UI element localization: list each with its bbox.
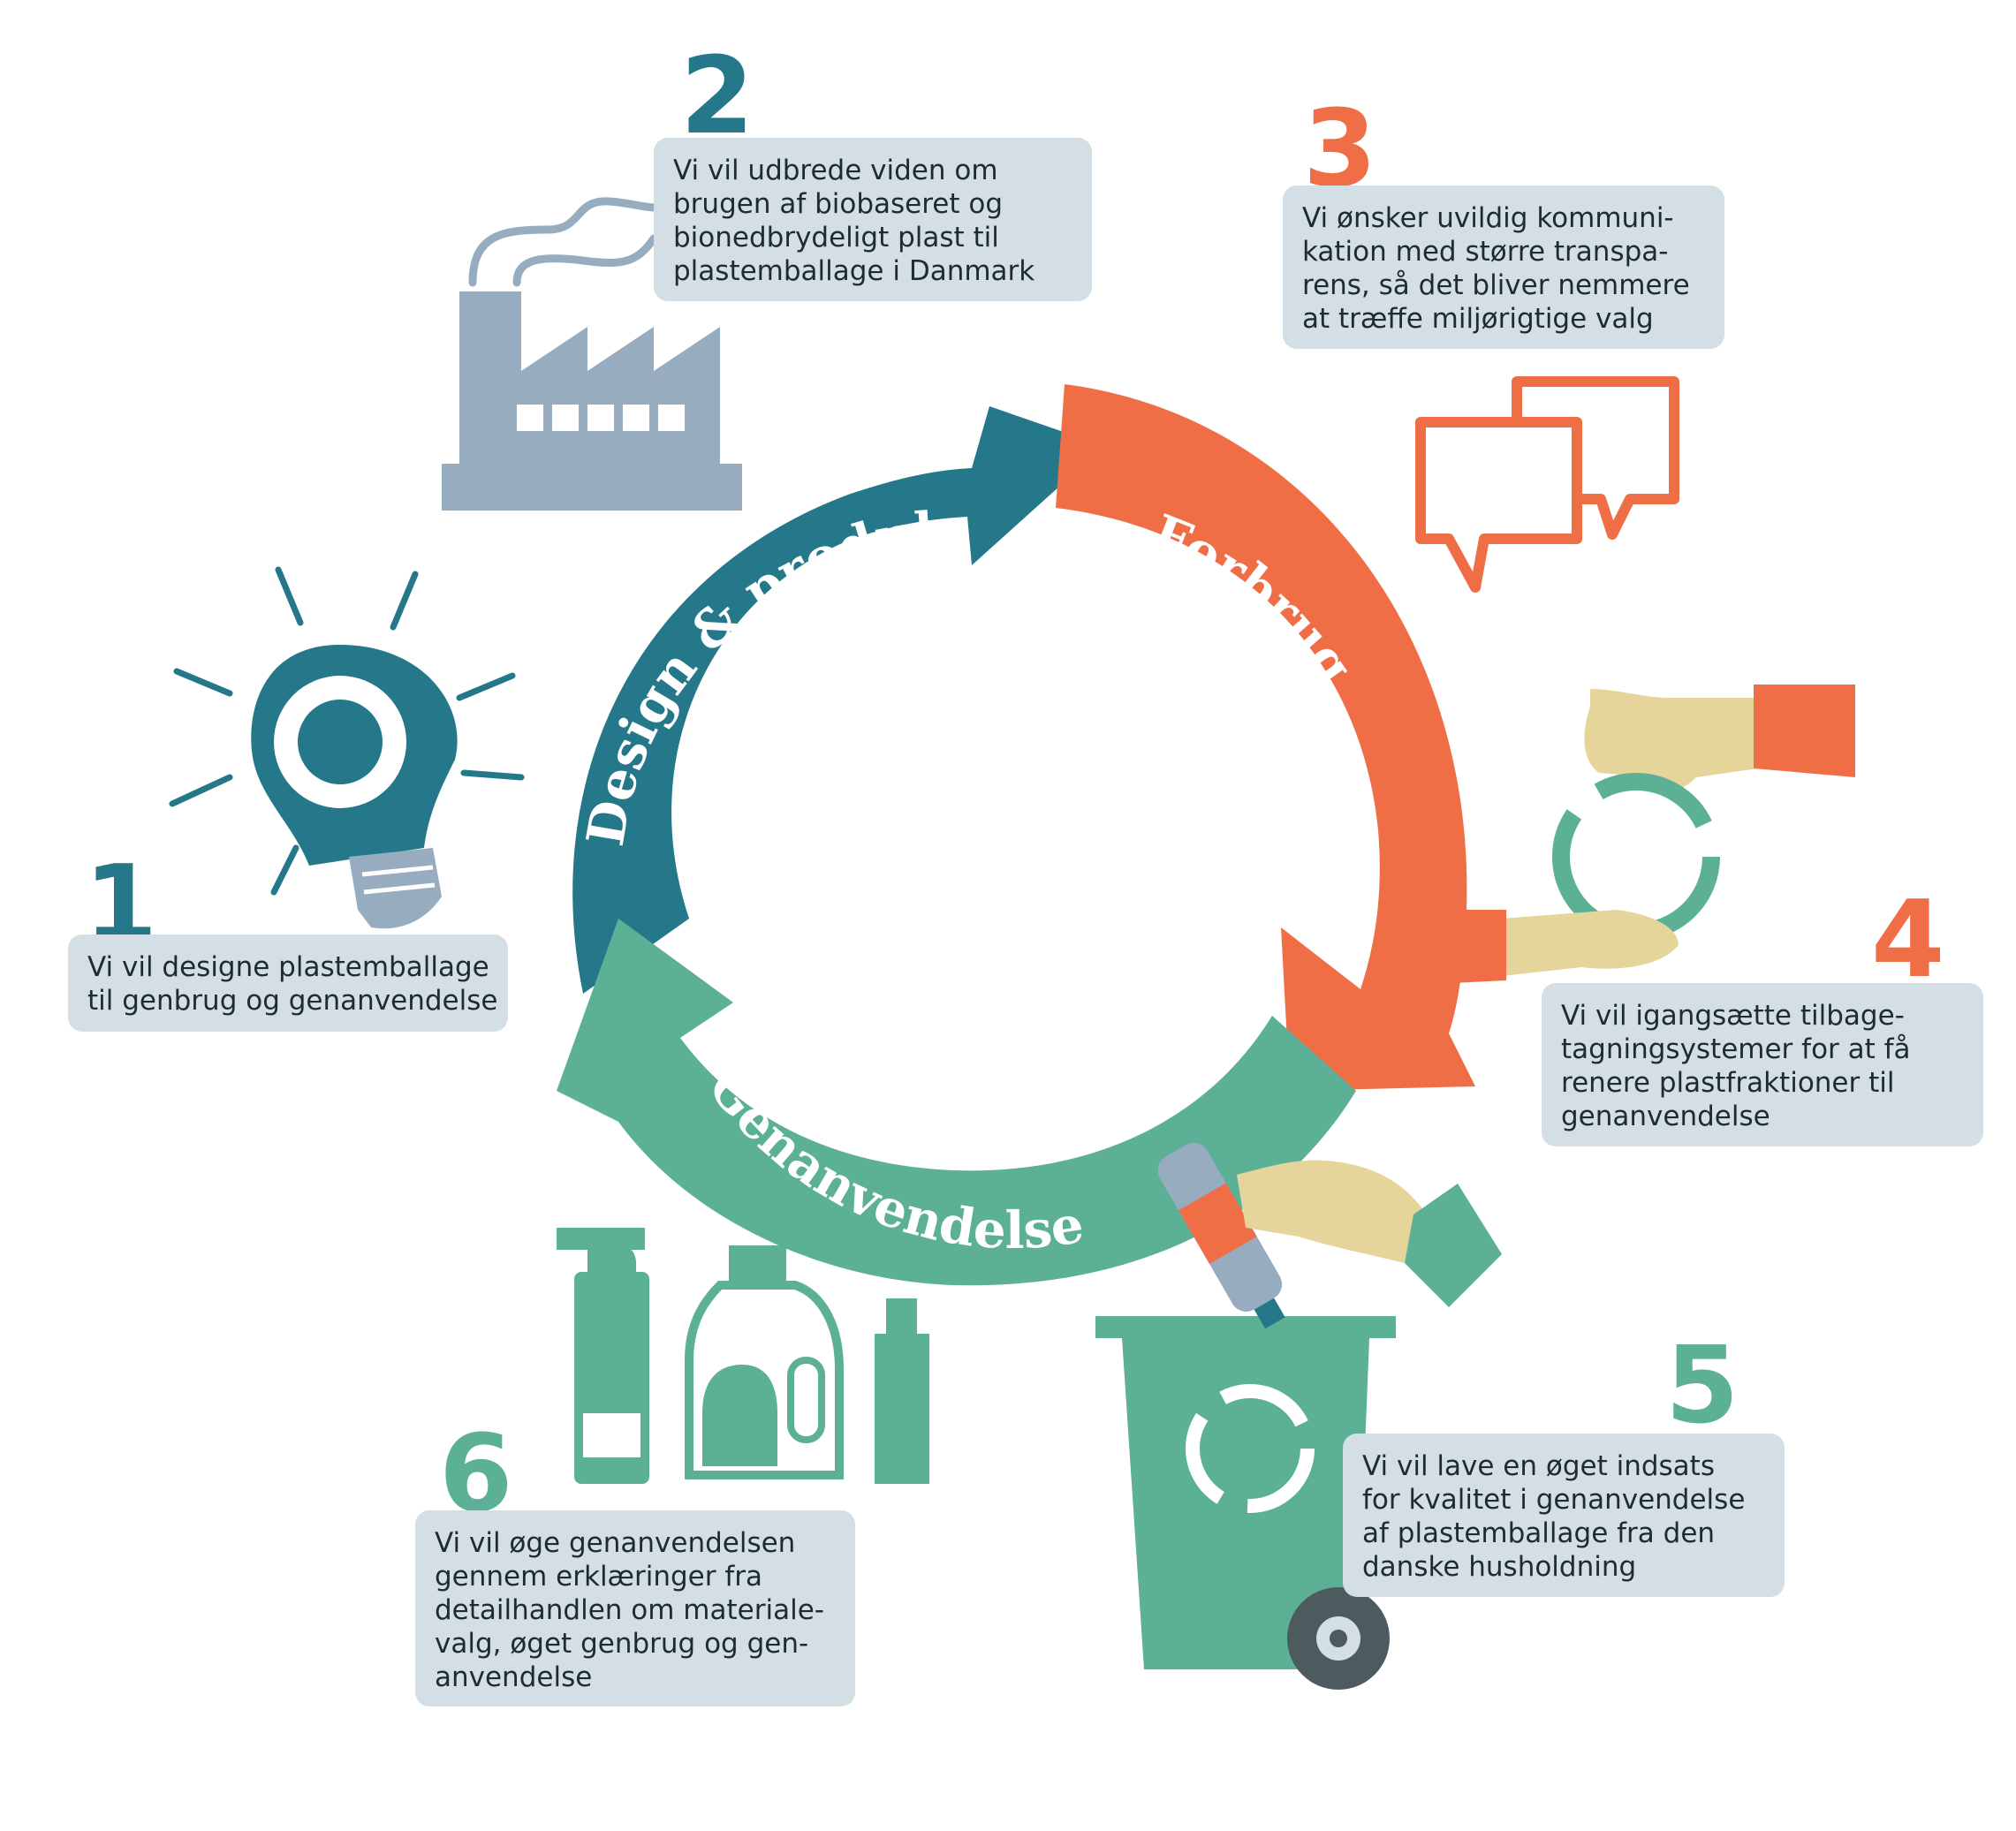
step-5-line-2: for kvalitet i genanvendelse [1362, 1484, 1746, 1516]
step-6-line-1: Vi vil øge genanvendelsen [435, 1527, 796, 1559]
step-3-box: Vi ønsker uvildig kommuni- kation med st… [1283, 185, 1724, 349]
step-2-line-2: brugen af biobaseret og [673, 188, 1004, 220]
step-6-line-4: valg, øget genbrug og gen- [435, 1628, 809, 1660]
step-3-line-4: at træffe miljørigtige valg [1302, 303, 1654, 335]
step-1-line-2: til genbrug og genanvendelse [87, 985, 498, 1017]
step-5-box: Vi vil lave en øget indsats for kvalitet… [1343, 1434, 1785, 1597]
step-6-box: Vi vil øge genanvendelsen gennem erklæri… [415, 1510, 855, 1706]
step-1-line-1: Vi vil designe plastemballage [87, 951, 489, 983]
step-5-number: 5 [1665, 1325, 1739, 1448]
step-5-line-3: af plastemballage fra den [1362, 1517, 1716, 1549]
step-2-line-1: Vi vil udbrede viden om [673, 155, 998, 186]
step-3-line-3: rens, så det bliver nemmere [1302, 269, 1690, 301]
genanvendelse-arrow [557, 919, 1356, 1286]
step-6-line-2: gennem erklæringer fra [435, 1561, 763, 1593]
recycling-bin-icon [1095, 1142, 1502, 1690]
plastic-bottles-icon [557, 1228, 929, 1484]
step-3-line-2: kation med større transpa- [1302, 236, 1669, 268]
design-arrow [572, 406, 1104, 994]
step-4-line-2: tagningsystemer for at få [1561, 1033, 1911, 1065]
step-4-line-3: renere plastfraktioner til [1561, 1067, 1895, 1099]
factory-icon [442, 197, 742, 511]
step-2-line-3: bionedbrydeligt plast til [673, 222, 999, 253]
forbrug-arrow [1056, 384, 1475, 1091]
hands-recycle-icon [1413, 685, 1855, 985]
step-4-line-1: Vi vil igangsætte tilbage- [1561, 1000, 1905, 1032]
step-5-line-1: Vi vil lave en øget indsats [1362, 1450, 1715, 1482]
speech-bubbles-icon [1415, 376, 1679, 593]
step-2-number: 2 [680, 35, 754, 158]
step-1-box: Vi vil designe plastemballage til genbru… [68, 934, 508, 1032]
lightbulb-recycle-icon [169, 566, 525, 929]
step-4-line-4: genanvendelse [1561, 1101, 1770, 1132]
step-4-box: Vi vil igangsætte tilbage- tagningsystem… [1542, 983, 1983, 1146]
step-5-line-4: danske husholdning [1362, 1551, 1637, 1583]
step-6-line-3: detailhandlen om materiale- [435, 1594, 824, 1626]
step-2-line-4: plastemballage i Danmark [673, 255, 1035, 287]
step-2-box: Vi vil udbrede viden om brugen af biobas… [654, 138, 1092, 301]
step-6-line-5: anvendelse [435, 1661, 593, 1693]
step-3-number: 3 [1303, 88, 1377, 211]
step-4-number: 4 [1871, 879, 1945, 1002]
step-3-line-1: Vi ønsker uvildig kommuni- [1302, 202, 1674, 234]
step-6-number: 6 [439, 1413, 513, 1536]
